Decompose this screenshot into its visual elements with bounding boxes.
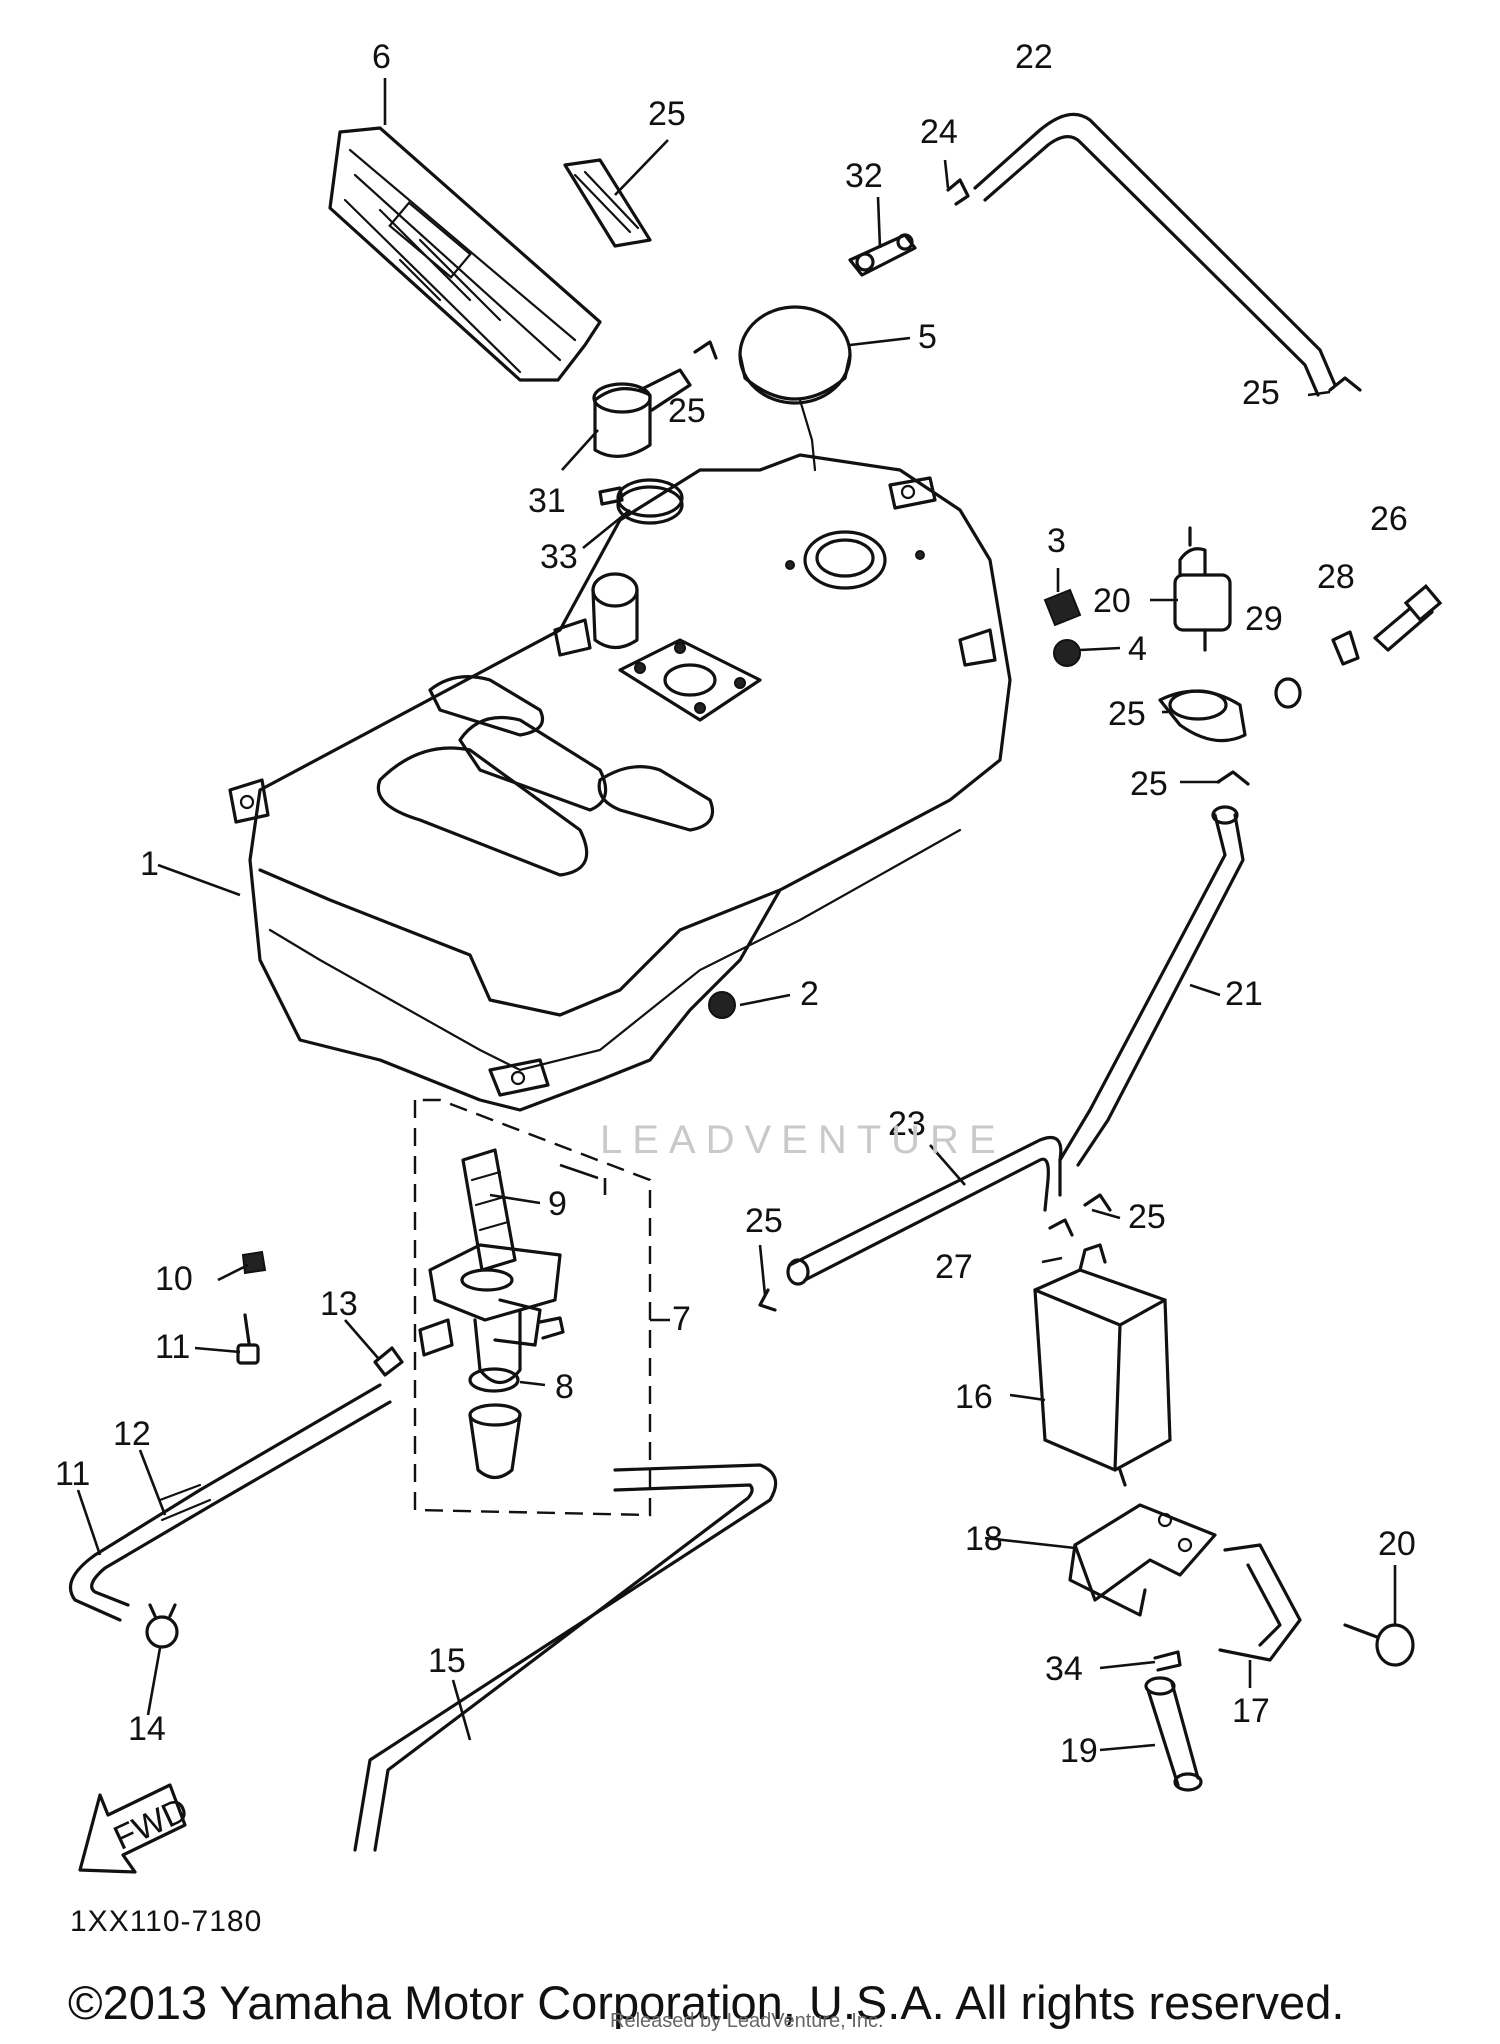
watermark: LEADVENTURE <box>600 1118 1006 1162</box>
callout: 11 <box>55 1455 90 1493</box>
callout: 15 <box>428 1642 466 1680</box>
part-7-assembly-box <box>413 1098 652 1517</box>
callout: 5 <box>918 318 937 356</box>
callout-numbers: 6 25 22 24 32 5 25 25 31 33 3 26 28 20 2… <box>55 38 1416 1770</box>
callout: 10 <box>155 1260 193 1298</box>
part-6-seat-cover <box>328 126 602 382</box>
part-33-clamp <box>598 478 684 525</box>
callout: 29 <box>1245 600 1283 638</box>
drawing-number: 1XX110-7180 <box>70 1905 263 1938</box>
callout: 25 <box>1108 695 1146 733</box>
part-23-vent-hose <box>973 112 1337 397</box>
callout: 16 <box>955 1378 993 1416</box>
callout: 31 <box>528 482 566 520</box>
callout: 20 <box>1378 1525 1416 1563</box>
callout: 25 <box>648 95 686 133</box>
part-14-clip-upper <box>373 1346 404 1377</box>
part-3-damper <box>1043 588 1082 627</box>
callout: 13 <box>320 1285 358 1323</box>
callout: 26 <box>1370 500 1408 538</box>
part-12-hose <box>69 1488 214 1622</box>
callout: 34 <box>1045 1650 1083 1688</box>
part-26-holder <box>1158 689 1247 743</box>
callout: 7 <box>672 1300 691 1338</box>
callout: 28 <box>1317 558 1355 596</box>
part-34-clip <box>1153 1650 1182 1672</box>
part-8-o-ring <box>468 1367 520 1393</box>
part-13-fuel-hose <box>158 1383 392 1522</box>
part-4-nut <box>1053 639 1081 667</box>
part-27-bolt <box>1373 583 1443 652</box>
callout: 3 <box>1047 522 1066 560</box>
part-18-bracket <box>1068 1503 1217 1617</box>
callout: 32 <box>845 157 883 195</box>
part-10-nut <box>241 1250 267 1275</box>
callout: 4 <box>1128 630 1147 668</box>
callout: 25 <box>1130 765 1168 803</box>
part-19-bolt <box>1343 1623 1415 1667</box>
part-28-collar <box>1331 630 1360 666</box>
callout: 23 <box>888 1105 926 1143</box>
part-1-fuel-tank <box>228 453 1012 1112</box>
part-2-nut <box>708 991 736 1019</box>
callout: 24 <box>920 113 958 151</box>
callout: 33 <box>540 538 578 576</box>
callout: 27 <box>935 1248 973 1286</box>
part-31-vent-cap <box>592 368 692 458</box>
callout: 6 <box>372 38 391 76</box>
fwd-label: FWD <box>108 1790 194 1857</box>
callout: 18 <box>965 1520 1003 1558</box>
callout: 14 <box>128 1710 166 1748</box>
part-25-clips <box>693 178 1362 1312</box>
callout: 11 <box>155 1328 190 1366</box>
callout: 20 <box>1093 582 1131 620</box>
part-16-canister <box>1033 1243 1172 1487</box>
callout: 1 <box>140 845 159 883</box>
part-22-hose <box>1058 805 1245 1167</box>
callout: 2 <box>800 975 819 1013</box>
callout: 25 <box>745 1202 783 1240</box>
callout: 25 <box>1242 374 1280 412</box>
callout: 8 <box>555 1368 574 1406</box>
part-7-filter-cup <box>468 1403 522 1480</box>
callout: 19 <box>1060 1732 1098 1770</box>
callout: 21 <box>1225 975 1263 1013</box>
part-5-fuel-cap <box>738 305 852 472</box>
part-21-hose <box>1144 1676 1203 1792</box>
part-30-label-strip <box>563 158 652 248</box>
part-9-gasket <box>461 1148 517 1272</box>
fwd-arrow-icon: FWD <box>78 1783 194 1874</box>
part-32-fitting <box>848 233 917 277</box>
part-20-fuel-filter <box>1173 526 1232 652</box>
part-24-hose <box>786 1135 1063 1286</box>
released-by: Released by LeadVenture, Inc. <box>610 2010 884 2032</box>
part-17-bracket <box>1218 1543 1302 1662</box>
callout: 9 <box>548 1185 567 1223</box>
callout: 12 <box>113 1415 151 1453</box>
part-7-fuel-cock <box>418 1243 565 1385</box>
part-29-washer <box>1274 677 1302 709</box>
leader-lines <box>76 78 1397 1752</box>
part-15-drain-hose <box>353 1463 778 1852</box>
callout: 25 <box>668 392 706 430</box>
copyright-notice: ©2013 Yamaha Motor Corporation, U.S.A. A… <box>68 1976 1345 2029</box>
part-14-clip-lower <box>145 1603 179 1649</box>
callout: 22 <box>1015 38 1053 76</box>
part-11-bolt <box>236 1313 260 1365</box>
callout: 25 <box>1128 1198 1166 1236</box>
callout: 17 <box>1232 1692 1270 1730</box>
